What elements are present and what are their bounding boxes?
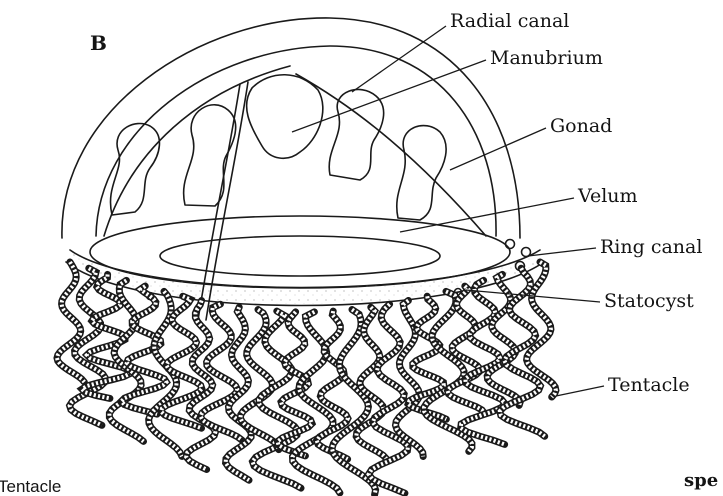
label-manubrium: Manubrium [490, 47, 603, 69]
label-ring-canal: Ring canal [600, 236, 702, 258]
label-velum: Velum [577, 185, 638, 207]
label-radial-canal: Radial canal [450, 10, 569, 32]
panel-letter: B [90, 31, 107, 55]
cropped-text-bottom-right: spe [684, 470, 718, 491]
label-statocyst: Statocyst [604, 290, 694, 312]
manubrium [247, 75, 323, 159]
label-tentacle: Tentacle [608, 374, 690, 396]
bell [62, 18, 520, 238]
cropped-text-bottom-left: Tentacle [0, 477, 61, 496]
label-gonad: Gonad [550, 115, 612, 137]
leader-lines [292, 26, 604, 396]
ring-canal [66, 250, 544, 306]
